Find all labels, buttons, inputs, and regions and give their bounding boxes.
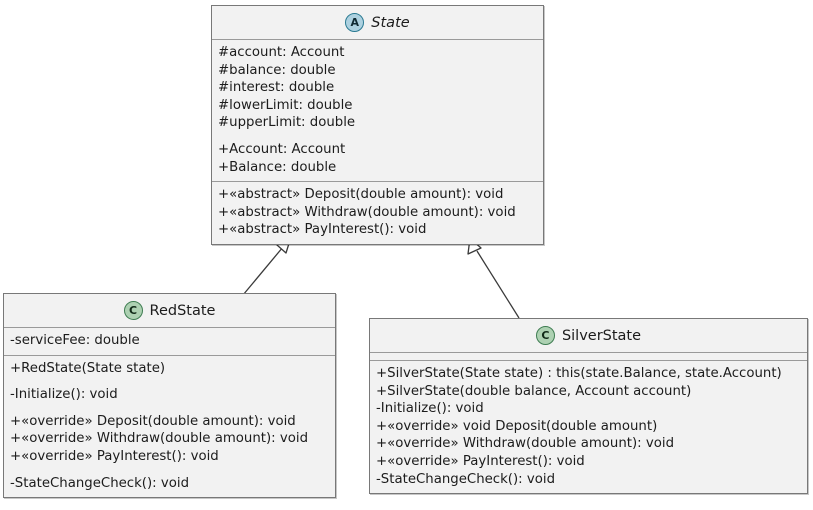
class-icon: C (123, 301, 143, 320)
method-row: -Initialize(): void (376, 401, 484, 417)
class-box-silverstate[interactable]: C SilverState +SilverState(State state) … (369, 318, 808, 495)
attribute-row: #balance: double (218, 62, 336, 78)
method-row: +SilverState(double balance, Account acc… (376, 383, 692, 399)
class-icon: C (535, 326, 555, 345)
attribute-row: #interest: double (218, 80, 335, 96)
class-header-state: A State (212, 6, 543, 40)
class-box-state[interactable]: A State #account: Account #balance: doub… (211, 5, 544, 245)
method-row: +«override» Withdraw(double amount): voi… (10, 431, 309, 447)
method-row: +«override» Deposit(double amount): void (10, 413, 296, 429)
attribute-row: #account: Account (218, 45, 345, 60)
attribute-row: #lowerLimit: double (218, 97, 353, 113)
abstract-class-icon: A (345, 13, 365, 32)
class-header-silverstate: C SilverState (370, 319, 807, 353)
attribute-row: +Balance: double (218, 159, 337, 175)
attribute-row: +Account: Account (218, 141, 346, 157)
method-row: +RedState(State state) (10, 360, 166, 376)
methods-compartment-silverstate: +SilverState(State state) : this(state.B… (370, 361, 807, 493)
method-row: +«override» PayInterest(): void (376, 453, 585, 469)
method-row: +«override» PayInterest(): void (10, 448, 219, 464)
class-name-silverstate: SilverState (561, 327, 642, 344)
attribute-row: -serviceFee: double (10, 333, 140, 348)
class-name-state: State (371, 14, 410, 31)
method-row: -Initialize(): void (10, 387, 118, 403)
method-spacer (10, 466, 329, 475)
method-row: +«abstract» Deposit(double amount): void (218, 187, 504, 203)
method-row: +«abstract» PayInterest(): void (218, 222, 427, 238)
method-row: +«abstract» Withdraw(double amount): voi… (218, 204, 516, 220)
attribute-row: #upperLimit: double (218, 115, 356, 131)
method-row: -StateChangeCheck(): void (376, 471, 556, 487)
method-row: +«override» void Deposit(double amount) (376, 418, 658, 434)
attributes-compartment-silverstate (370, 353, 807, 361)
generalization-redstate-to-state (242, 236, 292, 296)
methods-compartment-redstate: +RedState(State state) -Initialize(): vo… (4, 356, 335, 498)
class-name-redstate: RedState (149, 302, 216, 319)
method-row: -StateChangeCheck(): void (10, 475, 190, 491)
methods-compartment-state: +«abstract» Deposit(double amount): void… (212, 182, 543, 244)
class-header-redstate: C RedState (4, 294, 335, 328)
attributes-compartment-redstate: -serviceFee: double (4, 328, 335, 356)
method-row: +SilverState(State state) : this(state.B… (376, 366, 782, 381)
method-spacer (10, 377, 329, 386)
method-spacer (10, 404, 329, 413)
attributes-compartment-state: #account: Account #balance: double #inte… (212, 40, 543, 183)
attribute-spacer (218, 132, 537, 141)
method-row: +«override» Withdraw(double amount): voi… (376, 436, 675, 452)
class-box-redstate[interactable]: C RedState -serviceFee: double +RedState… (3, 293, 336, 499)
generalization-silverstate-to-state (467, 237, 520, 319)
